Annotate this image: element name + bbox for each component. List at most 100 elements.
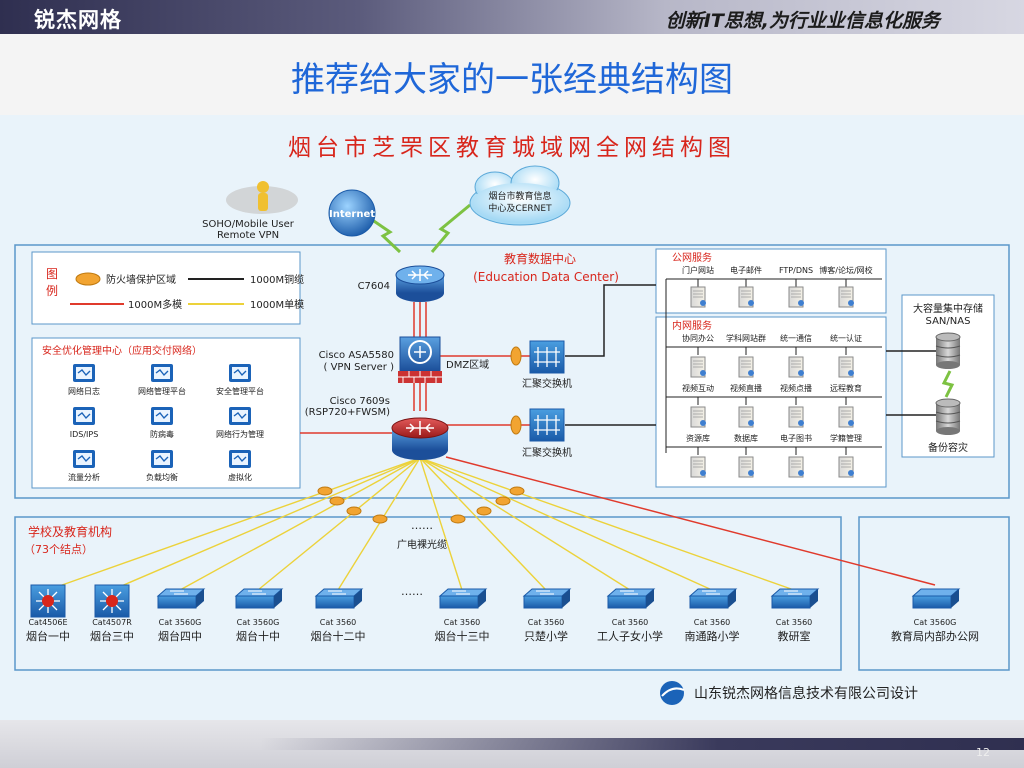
internal-server-icon	[838, 456, 854, 478]
wan-link-internet	[364, 213, 402, 254]
storage-disk-icon	[935, 332, 961, 369]
balance-icon	[151, 450, 173, 468]
backup-disk-icon	[935, 398, 961, 435]
internal-service-label: 协同办公	[682, 333, 714, 343]
bureau-switch-model: Cat 3560G	[914, 618, 957, 627]
access-switch-icon	[606, 588, 656, 609]
soho-label-1: SOHO/Mobile User	[202, 219, 295, 230]
cross-arrows-icon	[73, 450, 95, 468]
network-diagram: 烟台市芝罘区教育城域网全网结构图 SOHO/Mobile Use	[0, 115, 1024, 720]
internal-service-label: 学科网站群	[726, 333, 766, 343]
security-item-label: 网络行为管理	[216, 429, 264, 439]
backup-label: 备份容灾	[928, 441, 968, 454]
cernet-cloud-icon	[469, 165, 571, 226]
soho-label-2: Remote VPN	[217, 230, 279, 241]
internal-service-label: 资源库	[686, 433, 710, 443]
layers-icon	[229, 450, 251, 468]
bottom-banner: 12	[0, 720, 1024, 768]
firewall-marker	[495, 496, 511, 506]
fiber-link	[419, 457, 795, 591]
c7609-router-icon	[391, 417, 449, 460]
school-switch-model: Cat 3560	[612, 618, 649, 627]
firewall-marker-agg	[510, 415, 522, 435]
internal-service-label: 视频直播	[730, 383, 762, 393]
firewall-marker	[476, 506, 492, 516]
soho-user-icon	[226, 181, 298, 214]
security-center-title: 安全优化管理中心（应用交付网络）	[42, 344, 202, 357]
arrows-icon	[229, 407, 251, 425]
public-service-label: FTP/DNS	[779, 266, 813, 275]
legend-firewall-label: 防火墙保护区域	[106, 273, 176, 286]
security-item-label: IDS/IPS	[70, 430, 99, 439]
c7609-label-2: (RSP720+FWSM)	[305, 407, 390, 418]
slide-title: 推荐给大家的一张经典结构图	[291, 60, 733, 100]
access-switch-icon	[438, 588, 488, 609]
security-item-label: 负载均衡	[146, 472, 178, 482]
school-switch-model: Cat 3560	[694, 618, 731, 627]
internal-server-icon	[788, 456, 804, 478]
asa-label-2: ( VPN Server )	[324, 362, 395, 373]
public-server-icon	[690, 286, 706, 308]
diagram-title: 烟台市芝罘区教育城域网全网结构图	[288, 135, 736, 161]
fiber-link	[419, 457, 463, 591]
firewall-marker-dmz	[510, 346, 522, 366]
asa-label-1: Cisco ASA5580	[319, 350, 394, 361]
school-switch-model: Cat 3560G	[159, 618, 202, 627]
firewall-marker	[329, 496, 345, 506]
internal-service-label: 电子图书	[780, 433, 812, 443]
access-switch-icon	[522, 588, 572, 609]
security-item-label: 网络日志	[68, 386, 100, 396]
top-banner: 锐杰网格 创新IT思想,为行业业信息化服务	[0, 0, 1024, 34]
legend-copper-label: 1000M铜缆	[250, 273, 304, 286]
bureau-switch-icon	[911, 588, 961, 609]
data-center-title: 教育数据中心	[504, 251, 576, 266]
wan-link-cernet	[430, 203, 471, 253]
designer-credit: 山东锐杰网格信息技术有限公司设计	[694, 685, 918, 702]
network-structure-svg: 烟台市芝罘区教育城域网全网结构图 SOHO/Mobile Use	[14, 135, 1010, 705]
school-name: 烟台一中	[26, 629, 70, 643]
internal-service-label: 学籍管理	[830, 433, 862, 443]
internal-service-label: 视频互动	[682, 383, 714, 393]
core-switch-icon	[94, 584, 130, 618]
slogan: 创新IT思想,为行业业信息化服务	[665, 10, 940, 32]
bureau-name: 教育局内部办公网	[891, 629, 979, 643]
data-center-subtitle: (Education Data Center)	[473, 270, 619, 284]
internal-server-icon	[838, 356, 854, 378]
school-name: 工人子女小学	[597, 629, 663, 643]
internal-services-title: 内网服务	[672, 319, 712, 332]
fiber-label: 广电裸光缆	[397, 538, 447, 551]
school-name: 烟台四中	[158, 629, 202, 643]
firewall-marker	[450, 514, 466, 524]
internal-server-icon	[788, 406, 804, 428]
storage-title-2: SAN/NAS	[926, 316, 971, 327]
c7604-router-icon	[395, 265, 445, 302]
public-server-icon	[738, 286, 754, 308]
internal-server-icon	[838, 406, 854, 428]
school-switch-model: Cat4506E	[28, 618, 67, 627]
fiber-link	[257, 457, 421, 591]
internal-server-icon	[738, 456, 754, 478]
firewall-marker	[509, 486, 525, 496]
cloud-label-1: 烟台市教育信息	[488, 190, 551, 202]
internal-service-label: 统一通信	[780, 333, 812, 343]
aggregation-switch-1-icon	[529, 340, 565, 374]
firewall-marker	[346, 506, 362, 516]
asa-firewall-icon	[398, 336, 442, 383]
access-switch-icon	[770, 588, 820, 609]
legend-firewall-swatch	[75, 272, 101, 286]
bottom-stripe	[260, 738, 1024, 750]
internal-server-icon	[738, 356, 754, 378]
school-name: 烟台三中	[90, 629, 134, 643]
firewall-marker	[372, 514, 388, 524]
fiber-link	[419, 457, 713, 591]
schools-more-dots: ……	[401, 585, 423, 598]
monitor-icon	[73, 364, 95, 382]
fiber-link	[111, 457, 421, 591]
internal-service-label: 数据库	[734, 433, 758, 443]
public-service-label: 门户网站	[682, 265, 714, 275]
dmz-label: DMZ区域	[446, 358, 489, 371]
brand-name: 锐杰网格	[34, 8, 122, 32]
legend-title-1: 图	[46, 267, 58, 281]
security-item-label: 安全管理平台	[216, 386, 264, 396]
access-switch-icon	[234, 588, 284, 609]
